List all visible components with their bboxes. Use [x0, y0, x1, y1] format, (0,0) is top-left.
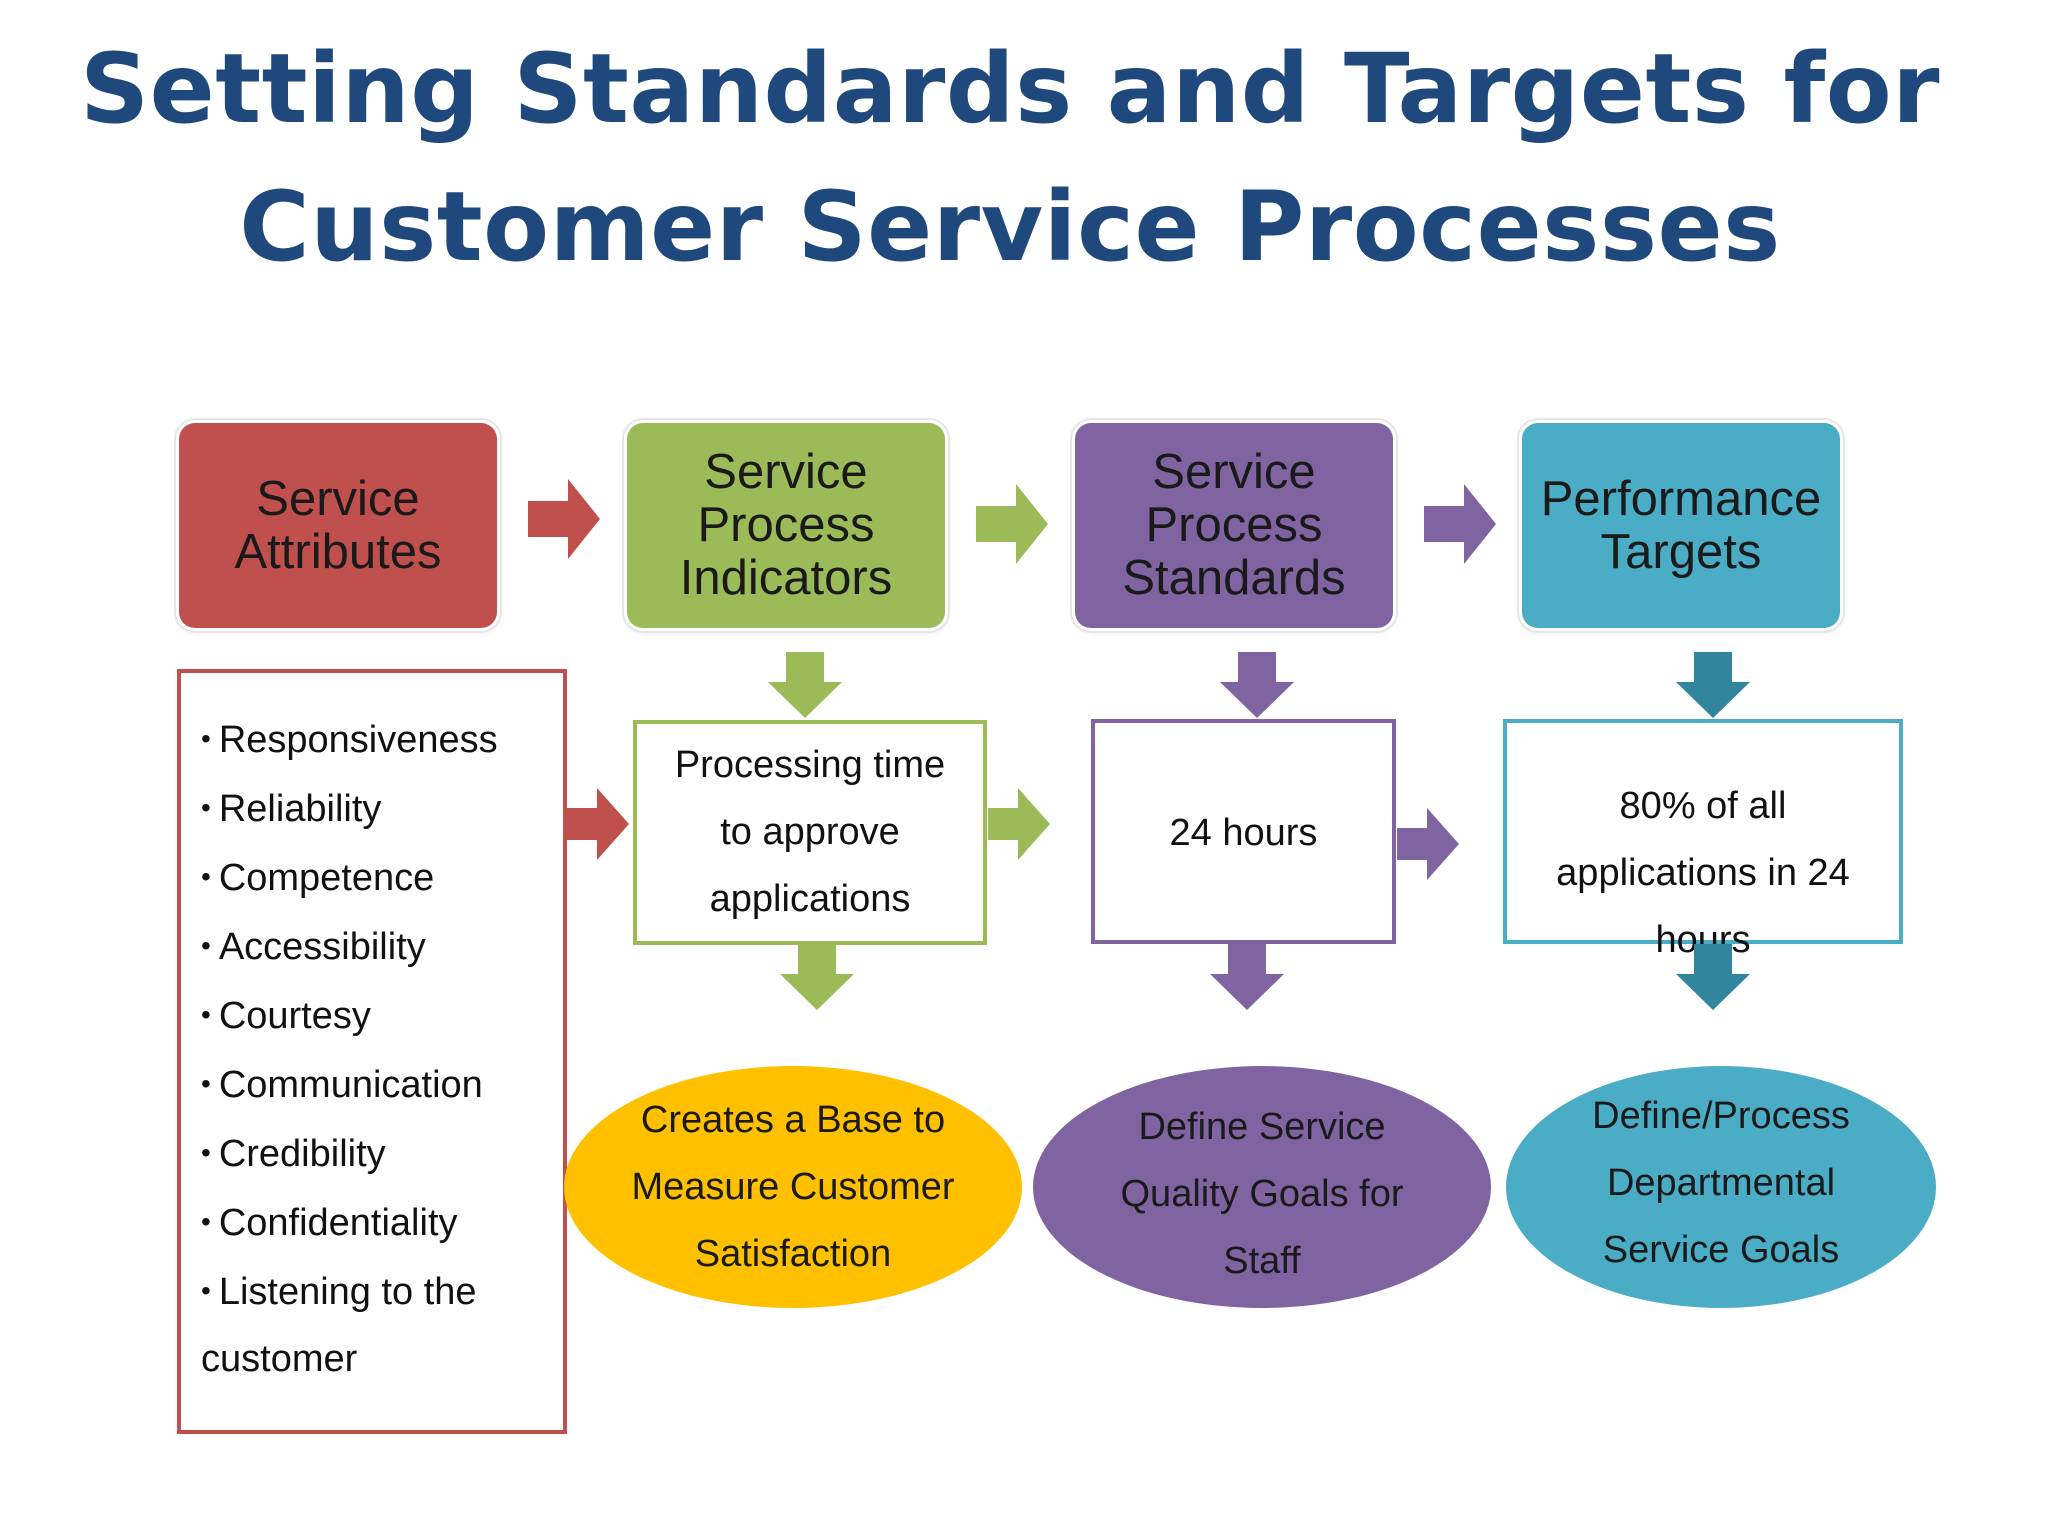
list-item: •Communication — [201, 1064, 483, 1106]
outcome-text: Define Service Quality Goals for Staff — [1120, 1105, 1404, 1282]
arrow-right-icon — [988, 788, 1050, 860]
header-label: Service Attributes — [234, 471, 442, 579]
target-detail-box: 80% of all applications in 24 hours — [1503, 719, 1903, 961]
page-title: Setting Standards and Targets for Custom… — [0, 20, 2020, 296]
list-item: •Competence — [201, 857, 435, 899]
arrow-down-icon — [1210, 944, 1284, 1010]
list-item: •Accessibility — [201, 926, 426, 968]
arrow-down-icon — [768, 652, 842, 718]
outcome-staff-goals: Define Service Quality Goals for Staff — [1033, 1066, 1491, 1308]
target-detail-text: 80% of all applications in 24 hours — [1556, 785, 1850, 961]
outcome-departmental-goals: Define/Process Departmental Service Goal… — [1506, 1066, 1936, 1308]
arrow-right-icon — [976, 484, 1048, 564]
outcome-text: Define/Process Departmental Service Goal… — [1592, 1094, 1850, 1271]
indicator-detail-box: Processing time to approve applications — [633, 720, 987, 945]
list-item: •Credibility — [201, 1133, 386, 1175]
header-label: Performance Targets — [1540, 471, 1822, 579]
outcome-text: Creates a Base to Measure Customer Satis… — [631, 1098, 955, 1275]
service-attributes-list: •Responsiveness •Reliability •Competence… — [177, 669, 567, 1434]
list-item: •Responsiveness — [201, 719, 498, 761]
arrow-right-icon — [1424, 484, 1496, 564]
header-service-process-standards: Service Process Standards — [1075, 423, 1393, 628]
outcome-customer-satisfaction: Creates a Base to Measure Customer Satis… — [564, 1066, 1022, 1308]
header-performance-targets: Performance Targets — [1522, 423, 1840, 628]
arrow-right-icon — [1397, 808, 1459, 880]
arrow-right-icon — [567, 788, 629, 860]
title-line-2: Customer Service Processes — [239, 171, 1781, 283]
arrow-down-icon — [1676, 652, 1750, 718]
arrow-right-icon — [528, 479, 600, 559]
list-item: •Listening to the customer — [201, 1271, 477, 1380]
arrow-down-icon — [1220, 652, 1294, 718]
list-item: •Reliability — [201, 788, 382, 830]
header-service-attributes: Service Attributes — [179, 423, 497, 628]
header-label: Service Process Standards — [1122, 445, 1346, 605]
indicator-detail-text: Processing time to approve applications — [674, 744, 946, 920]
standard-detail-box: 24 hours — [1091, 719, 1396, 944]
standard-detail-text: 24 hours — [1169, 812, 1318, 854]
arrow-down-icon — [780, 944, 854, 1010]
header-service-process-indicators: Service Process Indicators — [627, 423, 945, 628]
header-label: Service Process Indicators — [679, 445, 893, 605]
title-line-1: Setting Standards and Targets for — [79, 33, 1941, 145]
list-item: •Confidentiality — [201, 1202, 458, 1244]
arrow-down-icon — [1676, 944, 1750, 1010]
list-item: •Courtesy — [201, 995, 371, 1037]
